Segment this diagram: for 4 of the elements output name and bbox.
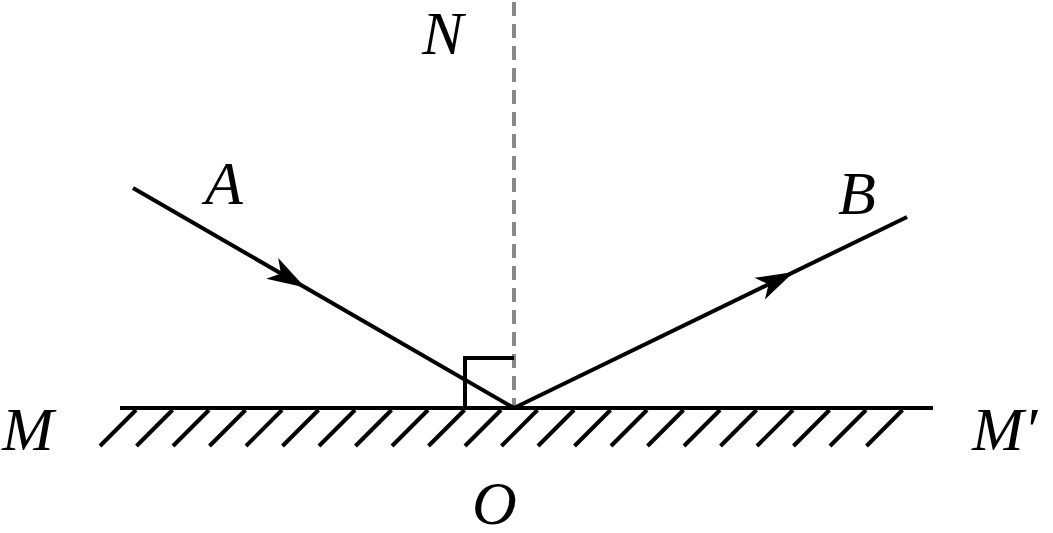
point-label: M′ xyxy=(972,398,1038,460)
point-label: O xyxy=(472,472,517,533)
point-label: B xyxy=(838,162,876,224)
point-label: N xyxy=(422,2,464,64)
